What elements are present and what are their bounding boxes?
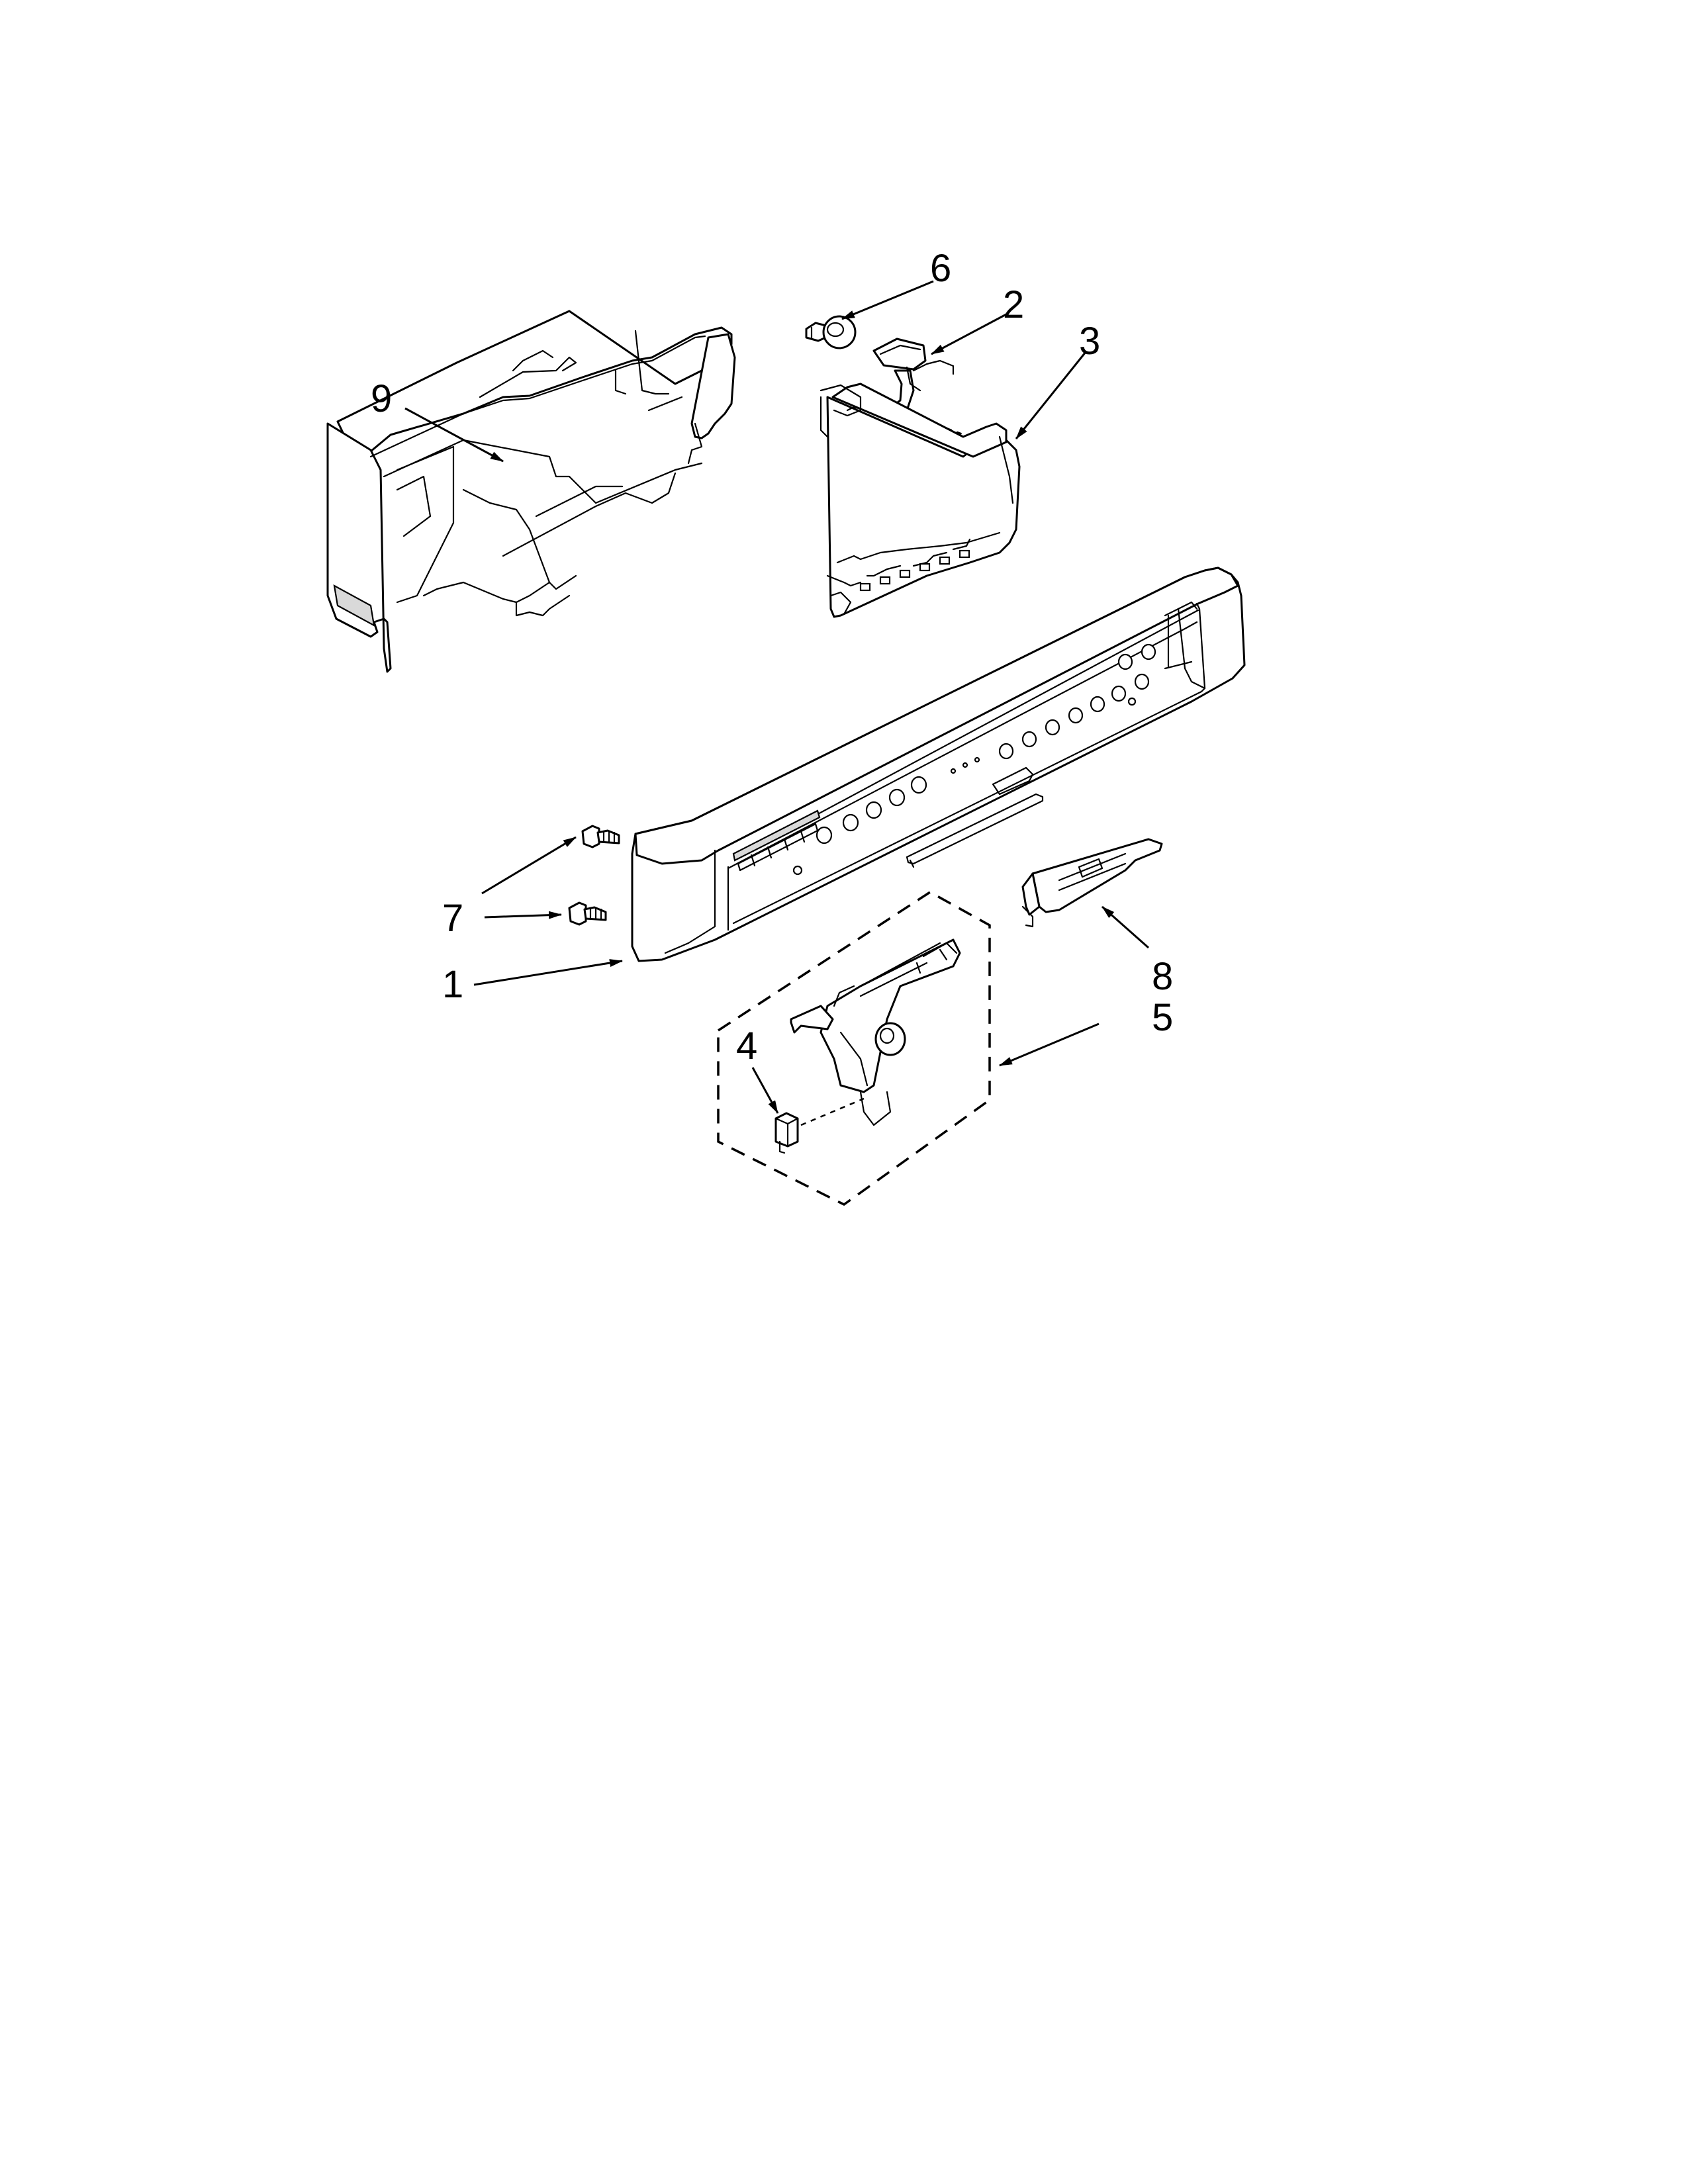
callout-7: 7 <box>442 897 463 940</box>
part-6-thermal-fuse <box>805 315 857 349</box>
callout-2: 2 <box>1003 283 1024 326</box>
callout-1: 1 <box>442 963 463 1006</box>
part-4-switch <box>774 1112 799 1154</box>
part-5-latch-assembly-boundary <box>717 890 991 1206</box>
callout-8: 8 <box>1152 955 1173 998</box>
callout-4: 4 <box>736 1024 757 1068</box>
part-7-screw-upper <box>581 825 620 848</box>
assembly-line-4-5 <box>800 1097 865 1126</box>
callout-9: 9 <box>371 377 392 420</box>
callout-6: 6 <box>930 247 951 290</box>
part-5-door-latch <box>790 938 961 1126</box>
part-3-control-board <box>820 359 1021 618</box>
leader-lines <box>404 280 1149 1114</box>
part-7-screw-lower <box>568 901 607 926</box>
part-1-control-panel <box>631 567 1246 962</box>
callout-5: 5 <box>1152 996 1173 1039</box>
part-9-bracket <box>326 310 736 673</box>
part-8-handle <box>1021 838 1163 928</box>
callout-3: 3 <box>1079 320 1100 363</box>
